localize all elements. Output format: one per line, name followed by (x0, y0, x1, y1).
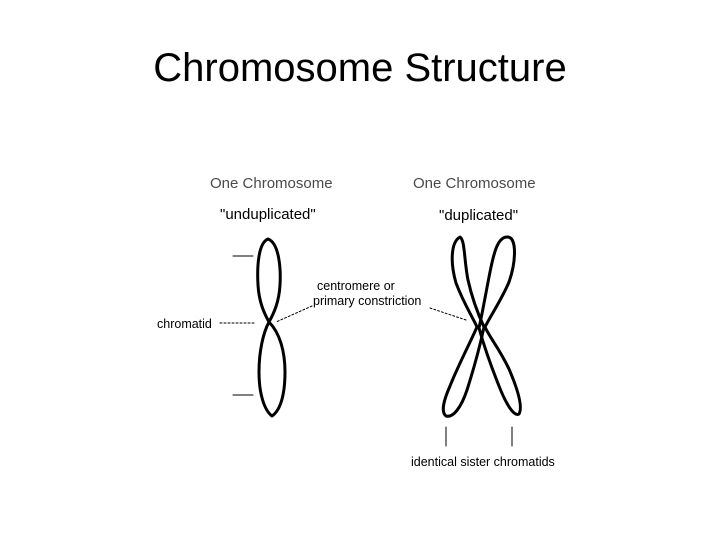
unduplicated-upper-arm (258, 239, 281, 322)
duplicated-chromosome (443, 237, 520, 416)
centromere-leader-left (276, 306, 312, 322)
centromere-leader-right (430, 308, 466, 320)
sister-chromatid-right (479, 237, 520, 414)
unduplicated-chromosome (258, 239, 285, 416)
unduplicated-lower-arm (259, 322, 285, 416)
